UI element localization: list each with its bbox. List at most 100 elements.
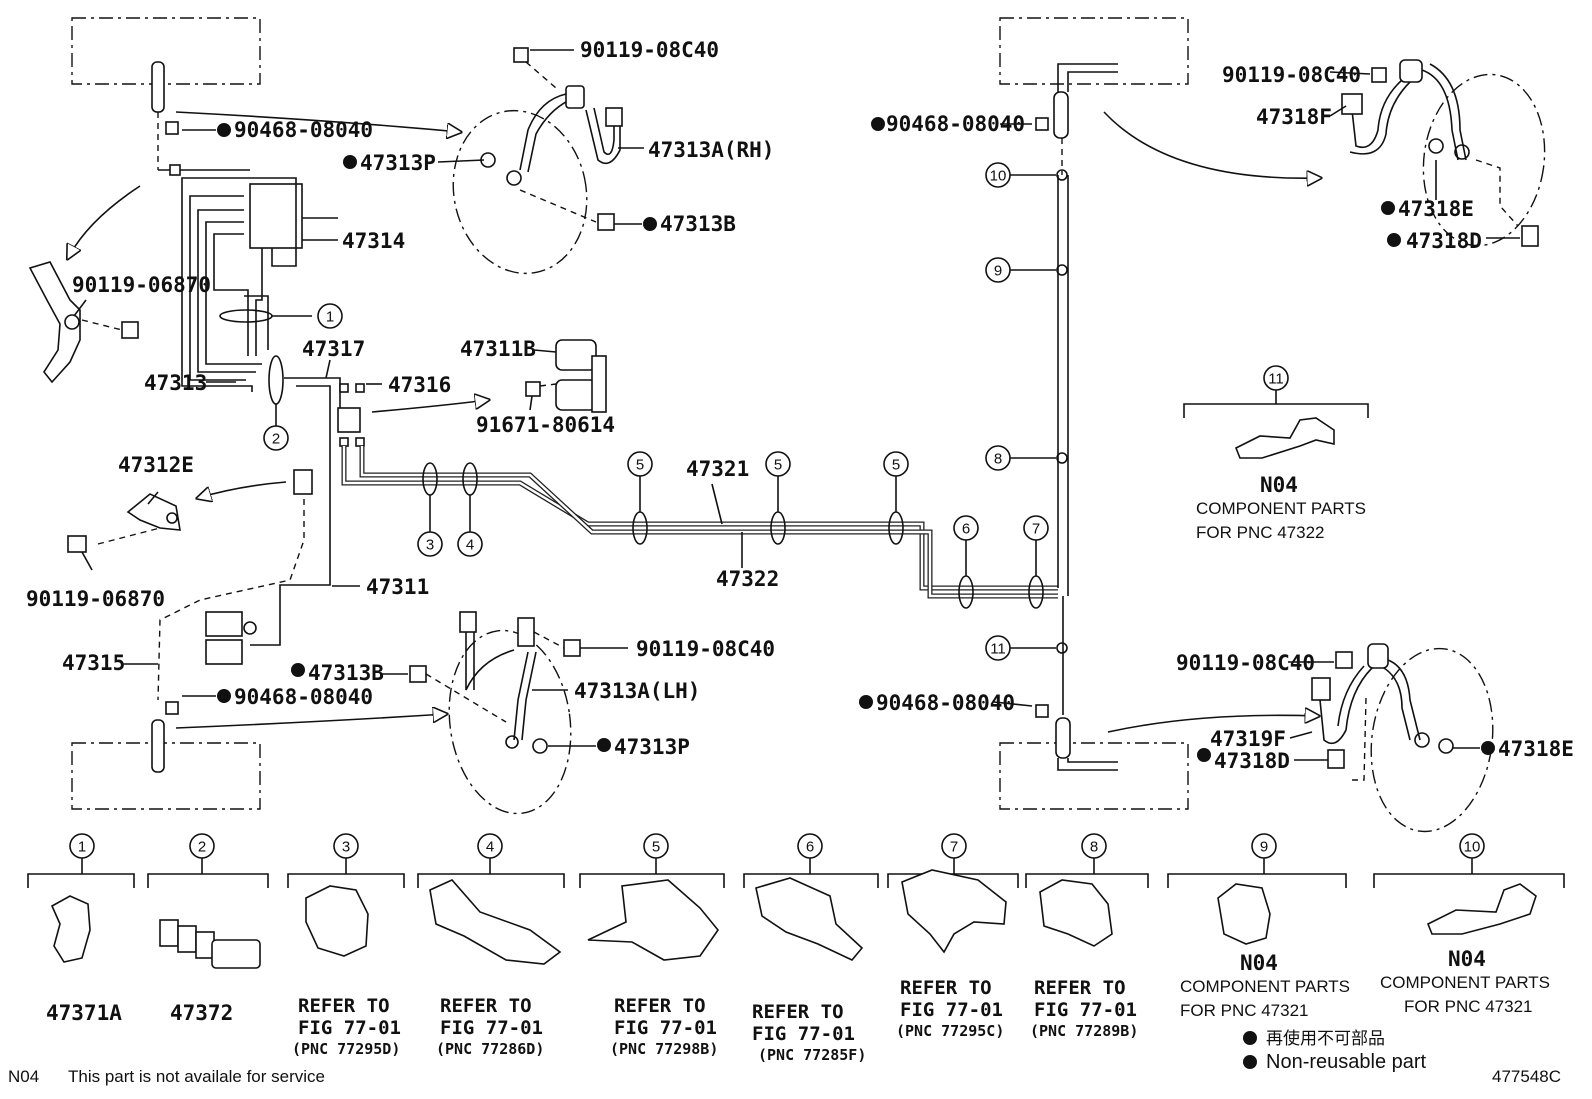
label-47322: 47322 bbox=[716, 567, 779, 591]
label-47314: 47314 bbox=[342, 229, 405, 253]
front-right-wheel-box bbox=[999, 17, 1189, 85]
label-90119-08C40-mid: 90119-08C40 bbox=[636, 637, 775, 661]
svg-text:COMPONENT PARTS: COMPONENT PARTS bbox=[1180, 977, 1350, 996]
front-right-hose-47313A-RH bbox=[452, 47, 623, 275]
svg-text:FIG 77-01: FIG 77-01 bbox=[298, 1017, 401, 1039]
label-90468-08040-bottom-right: 90468-08040 bbox=[876, 691, 1015, 715]
svg-text:2: 2 bbox=[272, 431, 280, 448]
label-47313: 47313 bbox=[144, 371, 207, 395]
svg-text:8: 8 bbox=[994, 451, 1002, 468]
svg-text:9: 9 bbox=[1260, 839, 1268, 856]
label-47313P-top: 47313P bbox=[360, 151, 436, 175]
svg-text:4: 4 bbox=[466, 537, 474, 554]
clip-legend: 1 47371A 2 47372 3 REFER TO FIG 77-01 (P… bbox=[27, 833, 1565, 1064]
svg-text:FIG 77-01: FIG 77-01 bbox=[440, 1017, 543, 1039]
callout-8: 8 bbox=[985, 445, 1011, 471]
rear-right-wheel-box bbox=[999, 742, 1189, 810]
clip-11-line1: COMPONENT PARTS bbox=[1196, 499, 1366, 518]
right-side-brake-tube bbox=[1035, 63, 1118, 771]
figure-id: 477548C bbox=[1492, 1067, 1561, 1086]
svg-text:10: 10 bbox=[990, 168, 1007, 185]
callout-1: 1 bbox=[317, 303, 343, 329]
rear-right-hose-47319F bbox=[1311, 643, 1494, 833]
svg-text:1: 1 bbox=[78, 839, 86, 856]
junction-block-47311B bbox=[525, 339, 607, 413]
svg-text:REFER TO: REFER TO bbox=[614, 995, 706, 1017]
label-47311B: 47311B bbox=[460, 337, 536, 361]
brake-actuator-47314 bbox=[181, 177, 338, 418]
label-90119-08C40-bottom-right: 90119-08C40 bbox=[1176, 651, 1315, 675]
svg-text:6: 6 bbox=[806, 839, 814, 856]
label-47311: 47311 bbox=[366, 575, 429, 599]
label-47318D-top: 47318D bbox=[1406, 229, 1482, 253]
legend-item-5: 5 REFER TO FIG 77-01 (PNC 77298B) bbox=[579, 833, 725, 1058]
label-90119-08C40-top-right: 90119-08C40 bbox=[1222, 63, 1361, 87]
svg-text:9: 9 bbox=[994, 263, 1002, 280]
svg-text:FIG 77-01: FIG 77-01 bbox=[900, 999, 1003, 1021]
svg-text:(PNC 77295C): (PNC 77295C) bbox=[896, 1022, 1004, 1040]
junction-47316 bbox=[250, 377, 365, 646]
non-reusable-jp: 再使用不可部品 bbox=[1266, 1028, 1385, 1048]
callout-5b: 5 bbox=[765, 451, 791, 477]
label-90468-08040-top-left: 90468-08040 bbox=[234, 118, 373, 142]
rear-left-hose-47313A-LH bbox=[409, 611, 581, 815]
callout-11b: 11 bbox=[985, 635, 1011, 661]
label-47312E: 47312E bbox=[118, 453, 194, 477]
svg-text:FOR PNC 47321: FOR PNC 47321 bbox=[1180, 1001, 1309, 1020]
svg-text:7: 7 bbox=[1032, 521, 1040, 538]
svg-text:(PNC 77285F): (PNC 77285F) bbox=[758, 1046, 866, 1064]
label-90119-08C40-top: 90119-08C40 bbox=[580, 38, 719, 62]
svg-text:5: 5 bbox=[652, 839, 660, 856]
footer-note-code: N04 bbox=[8, 1067, 39, 1086]
label-47319F: 47319F bbox=[1210, 727, 1286, 751]
svg-text:COMPONENT PARTS: COMPONENT PARTS bbox=[1380, 973, 1550, 992]
label-47318D-bottom: 47318D bbox=[1214, 749, 1290, 773]
svg-text:REFER TO: REFER TO bbox=[440, 995, 532, 1017]
svg-text:5: 5 bbox=[892, 457, 900, 474]
clip-11-bracket bbox=[1183, 390, 1369, 459]
label-47317: 47317 bbox=[302, 337, 365, 361]
label-90119-06870-a: 90119-06870 bbox=[72, 273, 211, 297]
callout-7: 7 bbox=[1023, 515, 1049, 541]
footer: N04 This part is not availale for servic… bbox=[8, 1028, 1561, 1086]
svg-text:7: 7 bbox=[950, 839, 958, 856]
label-47318F: 47318F bbox=[1256, 105, 1332, 129]
svg-text:REFER TO: REFER TO bbox=[298, 995, 390, 1017]
footer-note-text: This part is not availale for service bbox=[68, 1067, 325, 1086]
svg-text:FIG 77-01: FIG 77-01 bbox=[614, 1017, 717, 1039]
label-47315: 47315 bbox=[62, 651, 125, 675]
svg-text:47371A: 47371A bbox=[46, 1001, 122, 1025]
callout-9: 9 bbox=[985, 257, 1011, 283]
svg-text:4: 4 bbox=[486, 839, 494, 856]
svg-text:N04: N04 bbox=[1448, 947, 1486, 971]
callout-4: 4 bbox=[457, 531, 483, 557]
label-47313A-LH: 47313A(LH) bbox=[574, 679, 700, 703]
part-labels: 90119-08C40 90468-08040 47313P 47313A(RH… bbox=[26, 38, 1574, 773]
svg-text:3: 3 bbox=[426, 537, 434, 554]
rear-right-hose-47318F bbox=[1341, 59, 1546, 247]
main-brake-tube bbox=[341, 446, 1058, 609]
label-47318E-bottom: 47318E bbox=[1498, 737, 1574, 761]
legend-item-10: 10 N04 COMPONENT PARTS FOR PNC 47321 bbox=[1373, 833, 1565, 1016]
svg-text:(PNC 77295D): (PNC 77295D) bbox=[292, 1040, 400, 1058]
svg-text:REFER TO: REFER TO bbox=[900, 977, 992, 999]
svg-text:FIG 77-01: FIG 77-01 bbox=[752, 1023, 855, 1045]
svg-text:FIG 77-01: FIG 77-01 bbox=[1034, 999, 1137, 1021]
svg-text:(PNC 77289B): (PNC 77289B) bbox=[1030, 1022, 1138, 1040]
callout-5a: 5 bbox=[627, 451, 653, 477]
non-reusable-markers bbox=[217, 117, 1495, 1069]
legend-item-7: 7 REFER TO FIG 77-01 (PNC 77295C) bbox=[887, 833, 1019, 1040]
callout-2: 2 bbox=[263, 425, 289, 451]
callout-10: 10 bbox=[985, 162, 1011, 188]
svg-text:(PNC 77286D): (PNC 77286D) bbox=[436, 1040, 544, 1058]
svg-text:10: 10 bbox=[1464, 839, 1481, 856]
legend-item-2: 2 47372 bbox=[147, 833, 269, 1025]
svg-text:8: 8 bbox=[1090, 839, 1098, 856]
svg-text:1: 1 bbox=[326, 309, 334, 326]
svg-text:5: 5 bbox=[774, 457, 782, 474]
svg-text:2: 2 bbox=[198, 839, 206, 856]
svg-text:(PNC 77298B): (PNC 77298B) bbox=[610, 1040, 718, 1058]
label-47313P-bottom: 47313P bbox=[614, 735, 690, 759]
svg-text:REFER TO: REFER TO bbox=[752, 1001, 844, 1023]
